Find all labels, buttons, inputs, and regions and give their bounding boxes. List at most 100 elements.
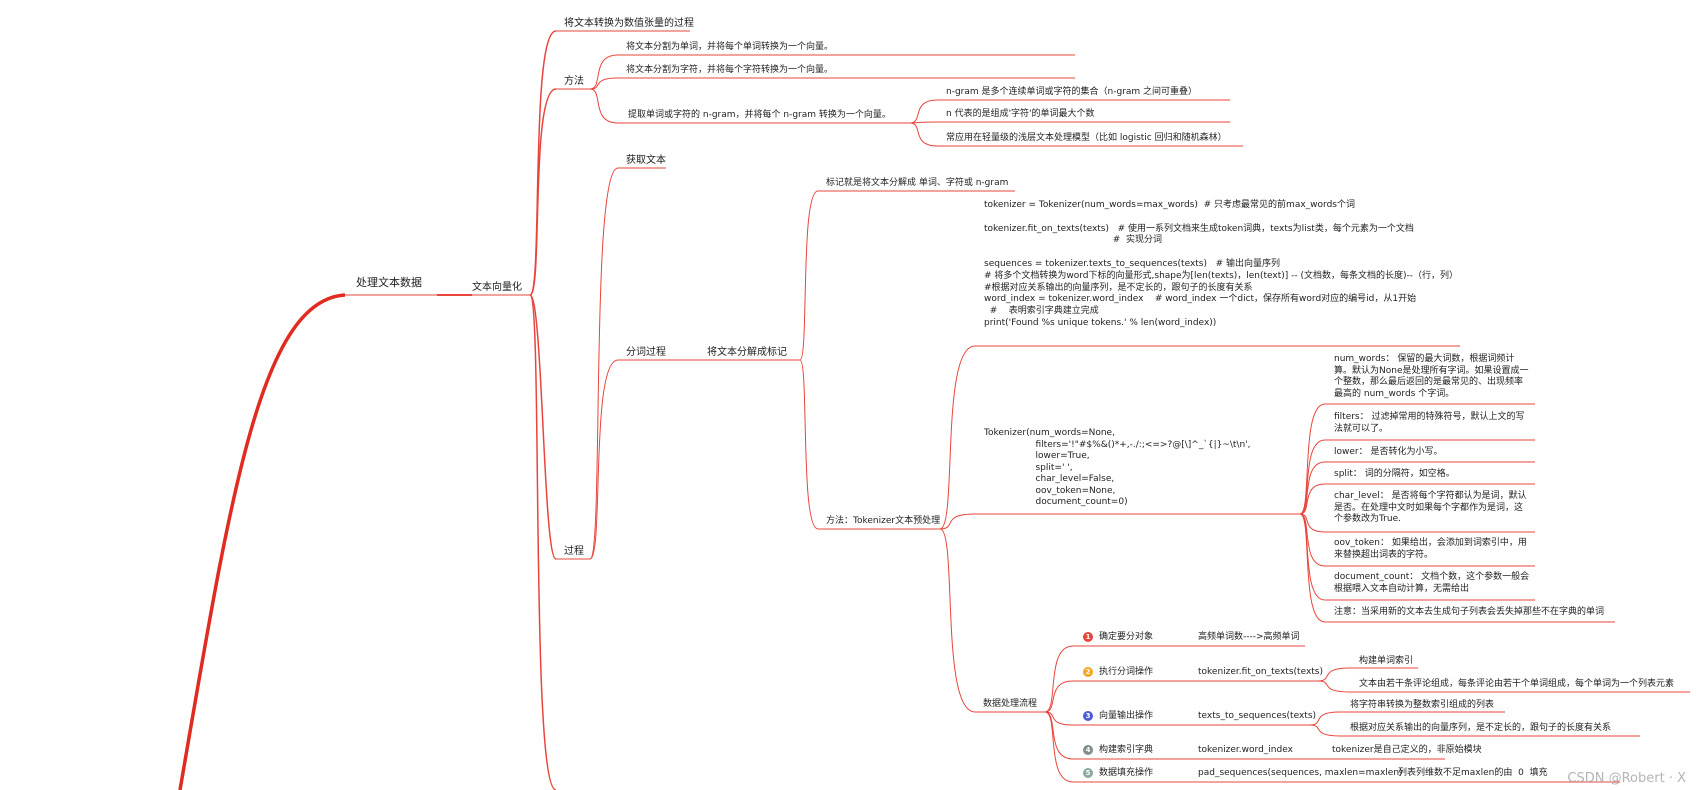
code-line[interactable]: # 表明索引字典建立完成: [984, 306, 1099, 317]
step-note[interactable]: 将字符串转换为整数索引组成的列表: [1350, 700, 1495, 710]
step-detail[interactable]: tokenizer.word_index: [1198, 745, 1293, 755]
param-line[interactable]: 算。默认为None是处理所有字词。如果设置成一: [1334, 365, 1529, 376]
node-process[interactable]: 过程: [564, 546, 584, 557]
branch-connector: [1317, 680, 1351, 693]
step-label[interactable]: 数据填充操作: [1099, 768, 1154, 778]
branch-connector: [1299, 513, 1326, 601]
step-note[interactable]: 根据对应关系输出的向量序列，是不定长的，跟句子的长度有关系: [1350, 723, 1612, 733]
code-line[interactable]: word_index = tokenizer.word_index # word…: [984, 294, 1417, 305]
node-ngram-note-2[interactable]: n 代表的是组成'字符'的单词最大个数: [946, 109, 1095, 119]
code-line[interactable]: sequences = tokenizer.texts_to_sequences…: [984, 259, 1280, 269]
code-line[interactable]: tokenizer = Tokenizer(num_words=max_word…: [984, 200, 1355, 210]
param-line[interactable]: lower： 是否转化为小写。: [1334, 447, 1443, 457]
branch-connector: [589, 77, 619, 90]
branch-connector: [1044, 711, 1074, 760]
param-line[interactable]: 最高的 num_words 个字词。: [1334, 388, 1455, 399]
branch-connector: [589, 359, 619, 560]
branch-connector: [799, 190, 819, 361]
branch-connector: [1299, 403, 1326, 515]
signature-line[interactable]: lower=True,: [984, 451, 1090, 461]
step-note[interactable]: 文本由若干条评论组成，每条评论由若干个单词组成，每个单词为一个列表元素: [1359, 679, 1675, 689]
watermark: CSDN @Robert · X: [1567, 771, 1686, 786]
node-method[interactable]: 方法: [564, 76, 584, 87]
branch-connector: [939, 528, 976, 713]
branch-connector: [1299, 483, 1326, 515]
step-detail[interactable]: texts_to_sequences(texts): [1198, 711, 1317, 721]
node-ngram-note-3[interactable]: 常应用在轻量级的浅层文本处理模型（比如 logistic 回归和随机森林）: [946, 133, 1227, 143]
signature-line[interactable]: split=' ',: [984, 462, 1073, 473]
branch-connector: [1044, 680, 1074, 713]
node-definition[interactable]: 将文本转换为数值张量的过程: [564, 18, 694, 29]
node-method-char[interactable]: 将文本分割为字符，并将每个字符转换为一个向量。: [626, 65, 834, 75]
node-token-definition[interactable]: 标记就是将文本分解成 单词、字符或 n-gram: [826, 178, 1009, 188]
node-method-ngram[interactable]: 提取单词或字符的 n-gram，并将每个 n-gram 转换为一个向量。: [628, 110, 891, 120]
branch-connector: [1299, 513, 1326, 567]
step-number-badge: 5: [1083, 768, 1093, 778]
node-tokenize[interactable]: 分词过程: [626, 347, 666, 358]
param-line[interactable]: 注意：当采用新的文本去生成句子列表会丢失掉那些不在字典的单词: [1334, 607, 1605, 617]
param-line[interactable]: filters： 过滤掉常用的特殊符号，默认上文的写: [1334, 412, 1525, 422]
node-method-word[interactable]: 将文本分割为单词，并将每个单词转换为一个向量。: [626, 42, 834, 52]
branch-connector: [939, 513, 976, 530]
param-line[interactable]: num_words： 保留的最大词数，根据词频计: [1334, 354, 1515, 364]
branch-connector: [1044, 711, 1074, 783]
signature-line[interactable]: Tokenizer(num_words=None,: [984, 428, 1115, 438]
step-note[interactable]: 构建单词索引: [1359, 656, 1414, 666]
branch-connector: [909, 122, 939, 147]
code-line[interactable]: # 将多个文档转换为word下标的向量形式,shape为[len(texts)，…: [984, 270, 1459, 281]
branch-connector: [1309, 711, 1341, 726]
param-line[interactable]: 根据喂入文本自动计算，无需给出: [1334, 583, 1470, 594]
param-line[interactable]: char_level： 是否将每个字符都认为是词，默认: [1334, 491, 1527, 501]
signature-line[interactable]: oov_token=None,: [984, 485, 1116, 496]
code-line[interactable]: #根据对应关系输出的向量序列，是不定长的，跟句子的长度有关系: [984, 282, 1253, 293]
step-number-badge: 4: [1083, 745, 1093, 755]
root-node[interactable]: 处理文本数据: [356, 276, 422, 289]
branch-connector: [529, 294, 557, 790]
param-line[interactable]: oov_token： 如果给出，会添加到词索引中，用: [1334, 538, 1527, 548]
param-line[interactable]: split： 词的分隔符，如空格。: [1334, 469, 1455, 479]
branch-connector: [529, 88, 557, 296]
param-line[interactable]: 法就可以了。: [1334, 423, 1389, 434]
root-branch: [178, 293, 346, 790]
param-line[interactable]: 个参数改为True.: [1334, 514, 1401, 524]
param-line[interactable]: 是否。在处理中文时如果每个字都作为是词，这: [1334, 502, 1524, 513]
step-label[interactable]: 向量输出操作: [1099, 711, 1154, 721]
step-detail[interactable]: tokenizer.fit_on_texts(texts): [1198, 667, 1323, 677]
signature-line[interactable]: filters='!"#$%&()*+,-./:;<=>?@[\]^_`{|}~…: [984, 439, 1251, 450]
branch-connector: [1299, 513, 1326, 623]
step-label[interactable]: 构建索引字典: [1099, 745, 1154, 755]
branch-connector: [909, 99, 939, 124]
signature-line[interactable]: char_level=False,: [984, 474, 1115, 484]
branch-connector: [529, 30, 557, 296]
node-data-flow[interactable]: 数据处理流程: [983, 699, 1038, 709]
branch-connector: [1317, 667, 1351, 682]
branch-connector: [1309, 724, 1341, 737]
code-line[interactable]: tokenizer.fit_on_texts(texts) # 使用一系列文档来…: [984, 223, 1414, 234]
param-line[interactable]: document_count： 文档个数，这个参数一般会: [1334, 572, 1530, 582]
step-label[interactable]: 确定要分对象: [1099, 632, 1154, 642]
code-line[interactable]: # 实现分词: [984, 235, 1163, 246]
step-detail[interactable]: pad_sequences(sequences, maxlen=maxlen): [1198, 768, 1403, 778]
step-detail[interactable]: 高频单词数---->高频单词: [1198, 632, 1300, 642]
signature-line[interactable]: document_count=0): [984, 497, 1128, 507]
step-number-badge: 1: [1083, 632, 1093, 642]
node-text-vectorization[interactable]: 文本向量化: [472, 282, 522, 293]
param-line[interactable]: 个整数，那么最后返回的是最常见的、出现频率: [1334, 377, 1524, 387]
step-note[interactable]: 列表列维数不足maxlen的由 0 填充: [1398, 768, 1548, 778]
node-get-text[interactable]: 获取文本: [626, 155, 666, 166]
branch-connector: [799, 359, 819, 530]
code-line[interactable]: print('Found %s unique tokens.' % len(wo…: [984, 318, 1217, 328]
node-tokenizer-method[interactable]: 方法：Tokenizer文本预处理: [826, 516, 941, 526]
branch-connector: [589, 54, 619, 90]
node-decompose[interactable]: 将文本分解成标记: [707, 347, 787, 358]
branch-connector: [589, 88, 619, 124]
node-ngram-note-1[interactable]: n-gram 是多个连续单词或字符的集合（n-gram 之间可重叠）: [946, 87, 1198, 97]
step-note[interactable]: tokenizer是自己定义的，非原始模块: [1332, 745, 1482, 755]
step-number-badge: 3: [1083, 711, 1093, 721]
param-line[interactable]: 来替换超出词表的字符。: [1334, 549, 1434, 560]
branch-connector: [529, 294, 557, 560]
branch-connector: [939, 345, 976, 530]
branch-connector: [589, 167, 619, 560]
step-label[interactable]: 执行分词操作: [1099, 667, 1154, 677]
